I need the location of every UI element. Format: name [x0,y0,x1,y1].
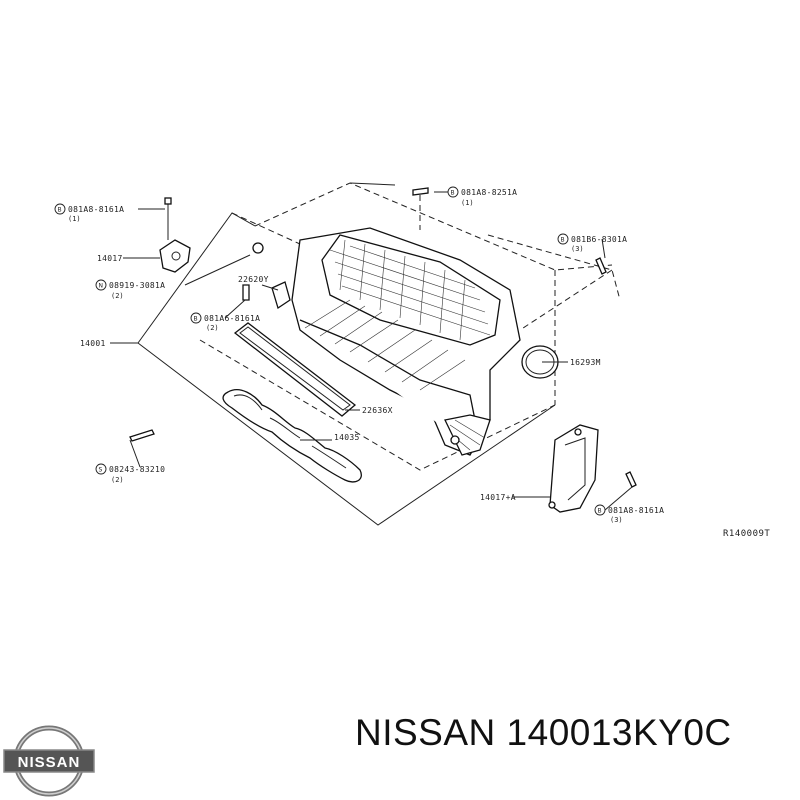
hardware [129,187,637,488]
callout-bolt-081a8-8251a: B 081A8-8251A (1) [447,186,517,207]
svg-text:(1): (1) [461,199,474,207]
exploded-frame [137,182,621,526]
svg-text:08243-83210: 08243-83210 [109,465,165,474]
svg-text:081A8-8251A: 081A8-8251A [461,188,517,197]
label-14001: 14001 [80,339,106,348]
callout-bolt-081a8-8161a-bracket: B 081A8-8161A (3) [594,504,664,524]
callout-bolt-081a8-8161a: B 081A8-8161A (1) [54,203,124,223]
label-16293m: 16293M [570,358,601,367]
label-22620y: 22620Y [238,275,269,284]
svg-text:B: B [58,207,62,214]
svg-text:(3): (3) [571,245,584,253]
svg-text:081A6-8161A: 081A6-8161A [204,314,260,323]
svg-text:(2): (2) [111,292,124,300]
svg-text:081B6-8301A: 081B6-8301A [571,235,627,244]
svg-text:081A8-8161A: 081A8-8161A [68,205,124,214]
gasket-22636x [233,322,357,417]
svg-text:(2): (2) [111,476,124,484]
svg-text:B: B [194,316,198,323]
bracket-14017 [159,197,191,273]
svg-text:081A8-8161A: 081A8-8161A [608,506,664,515]
callout-nut-08919-3081a: N 08919-3081A (2) [95,279,165,300]
svg-text:N: N [99,283,104,290]
svg-text:(1): (1) [68,215,81,223]
gasket-14035 [222,389,362,483]
label-22636x: 22636X [362,406,393,415]
intake-manifold-14001 [291,227,521,456]
svg-text:08919-3081A: 08919-3081A [109,281,165,290]
label-14035: 14035 [334,433,360,442]
label-14017a: 14017+A [480,493,516,502]
svg-text:B: B [561,237,565,244]
svg-text:NISSAN: NISSAN [18,754,81,771]
svg-text:(2): (2) [206,324,219,332]
callout-bolt-081a6-8161a: B 081A6-8161A (2) [190,312,260,332]
svg-text:(3): (3) [610,516,623,524]
product-caption: NISSAN 140013KY0C [355,712,732,753]
part-labels: 14017 22620Y 14001 16293M 22636X 14035 1… [80,254,770,539]
callout-bolt-081b6-8301a: B 081B6-8301A (3) [557,233,627,253]
callout-stud-08243-83210: S 08243-83210 (2) [95,463,165,484]
leader-lines [110,191,633,511]
label-14017: 14017 [97,254,123,263]
svg-text:S: S [99,467,103,474]
bracket-14017a [548,424,599,513]
nissan-logo: NISSAN [3,725,95,797]
svg-text:B: B [451,190,455,197]
reference-code: R140009T [723,529,770,539]
svg-text:B: B [598,508,602,515]
